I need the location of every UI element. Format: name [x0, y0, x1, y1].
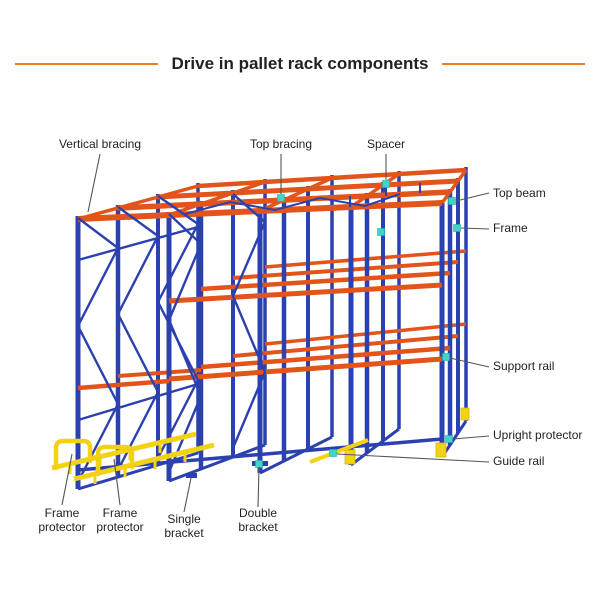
label-support-rail: Support rail [493, 359, 555, 373]
top-depth-beams [77, 168, 468, 221]
marker-double-bracket [255, 460, 263, 468]
label-top-bracing: Top bracing [249, 137, 313, 151]
marker-support-rail [442, 353, 450, 361]
page-title: Drive in pallet rack components [171, 54, 429, 73]
marker-top-beam [448, 197, 456, 205]
top-bracing [184, 183, 421, 215]
title-rule-left [15, 63, 158, 65]
title-rule-right [442, 63, 585, 65]
marker-extra [377, 228, 385, 236]
marker-top-bracing [277, 194, 285, 202]
component-markers [255, 180, 461, 468]
frame-protectors [53, 438, 135, 477]
marker-spacer [382, 180, 390, 188]
marker-guide-rail [329, 449, 337, 457]
label-double-bracket: Double bracket [238, 506, 278, 534]
single-bracket-part [186, 473, 197, 478]
page-title-row: Drive in pallet rack components [0, 54, 600, 74]
vertical-bracing [76, 193, 267, 483]
leader-lines [61, 153, 490, 513]
upright-protectors [344, 407, 470, 465]
marker-upright-protector [445, 435, 453, 443]
label-upright-protector: Upright protector [493, 428, 583, 442]
marker-frame [453, 224, 461, 232]
label-guide-rail: Guide rail [493, 454, 545, 468]
label-single-bracket: Single bracket [164, 512, 204, 540]
label-frame-protector-left: Frame protector [38, 506, 86, 534]
label-frame: Frame [493, 221, 528, 235]
label-top-beam: Top beam [493, 186, 546, 200]
label-frame-protector-mid: Frame protector [96, 506, 144, 534]
rack-row-3 [156, 178, 460, 465]
label-vertical-bracing: Vertical bracing [58, 137, 142, 151]
label-spacer: Spacer [366, 137, 406, 151]
double-bracket-part [261, 461, 268, 466]
